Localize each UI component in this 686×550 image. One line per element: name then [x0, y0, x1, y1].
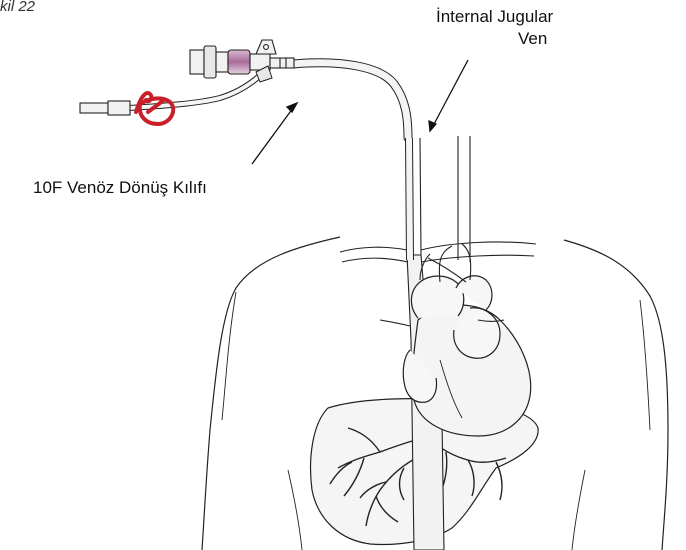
red-clamp	[136, 93, 173, 124]
heart	[403, 276, 530, 436]
sheath-tube	[293, 63, 410, 260]
sheath-hub	[190, 40, 294, 78]
sheath-label: 10F Venöz Dönüş Kılıfı	[33, 177, 207, 198]
internal-jugular-label-line2: Ven	[518, 28, 547, 49]
figure-title: kil 22	[0, 0, 35, 17]
internal-jugular-label-line1: İnternal Jugular	[436, 6, 553, 27]
annotation-arrows	[252, 60, 468, 164]
